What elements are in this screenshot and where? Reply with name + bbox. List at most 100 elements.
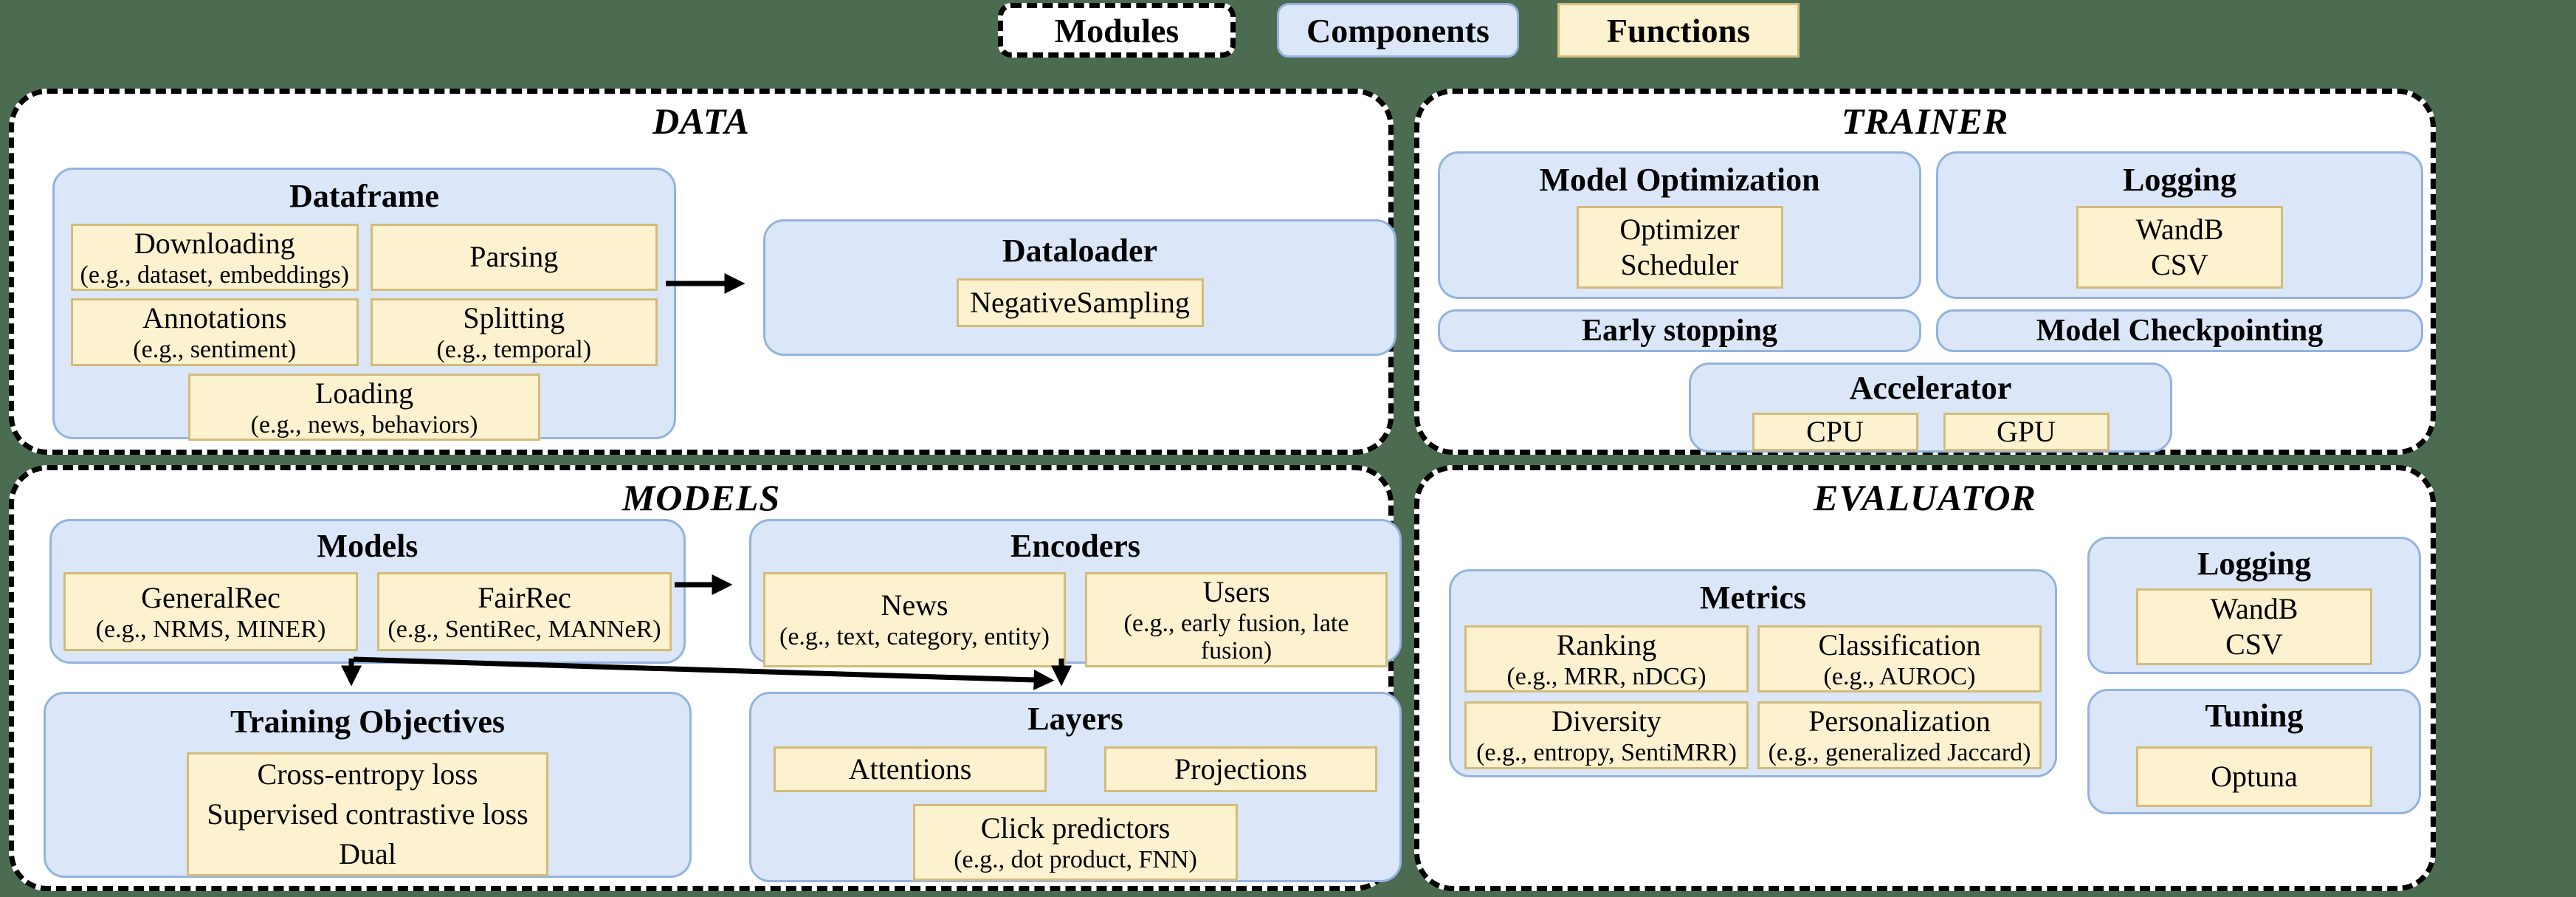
function-scheduler-line: Scheduler [1620,247,1739,281]
function-news-encoder: News (e.g., text, category, entity) [763,571,1066,667]
function-loading-name: Loading [314,376,414,410]
component-early-stopping: Early stopping [1438,309,1921,352]
function-fair-rec: FairRec (e.g., SentiRec, MANNeR) [377,571,672,651]
function-downloading-example: (e.g., dataset, embeddings) [80,261,349,289]
function-evaluator-wandb-csv: WandB CSV [2136,588,2372,665]
function-negative-sampling: NegativeSampling [956,278,1204,327]
component-model-optimization: Model Optimization Optimizer Scheduler [1438,151,1921,299]
component-metrics-title: Metrics [1699,580,1807,616]
function-supervised-contrastive-line: Supervised contrastive loss [207,797,528,831]
component-model-checkpointing: Model Checkpointing [1936,309,2423,352]
function-personalization: Personalization (e.g., generalized Jacca… [1757,701,2042,769]
component-model-optimization-title: Model Optimization [1539,162,1820,198]
component-encoders-title: Encoders [1010,528,1140,564]
function-dual-line: Dual [339,836,396,870]
function-gpu: GPU [1943,412,2110,451]
module-evaluator: EVALUATOR Metrics Ranking (e.g., MRR, nD… [1414,465,2436,891]
component-evaluator-logging-title: Logging [2197,546,2312,582]
function-wandb-line: WandB [2135,212,2224,246]
function-evaluator-csv-line: CSV [2225,627,2283,661]
component-dataloader-title: Dataloader [1002,233,1158,269]
function-click-predictors-name: Click predictors [980,811,1171,845]
legend-functions: Functions [1557,3,1800,58]
component-trainer-logging-title: Logging [2122,162,2237,198]
function-optuna-name: Optuna [2211,759,2298,793]
component-accelerator: Accelerator CPU GPU [1689,362,2172,453]
function-splitting-example: (e.g., temporal) [436,336,592,364]
function-splitting-name: Splitting [463,301,565,335]
legend-modules-label: Modules [1054,11,1179,49]
function-negative-sampling-name: NegativeSampling [970,285,1190,319]
function-projections: Projections [1104,746,1377,792]
function-diversity-example: (e.g., entropy, SentiMRR) [1476,739,1737,767]
component-metrics: Metrics Ranking (e.g., MRR, nDCG) Classi… [1449,569,2057,777]
legend-functions-label: Functions [1606,11,1751,49]
component-encoders: Encoders News (e.g., text, category, ent… [749,519,1402,667]
function-parsing-name: Parsing [469,240,559,274]
metrics-grid: Ranking (e.g., MRR, nDCG) Classification… [1464,625,2042,769]
module-evaluator-title: EVALUATOR [1814,477,2036,518]
function-general-rec: GeneralRec (e.g., NRMS, MINER) [63,571,358,651]
component-dataframe: Dataframe Downloading (e.g., dataset, em… [52,168,676,441]
function-annotations-example: (e.g., sentiment) [133,336,297,364]
layers-row-2: Click predictors (e.g., dot product, FNN… [774,803,1377,881]
function-users-encoder-name: Users [1202,574,1270,608]
component-training-objectives: Training Objectives Cross-entropy loss S… [44,692,692,878]
component-dataframe-title: Dataframe [289,178,439,214]
function-loading: Loading (e.g., news, behaviors) [188,373,540,441]
function-diversity-name: Diversity [1552,704,1661,738]
dataframe-row-3: Loading (e.g., news, behaviors) [71,373,658,441]
component-trainer-logging: Logging WandB CSV [1936,151,2423,299]
component-tuning-title: Tuning [2205,698,2304,734]
function-classification: Classification (e.g., AUROC) [1757,625,2042,693]
function-ranking: Ranking (e.g., MRR, nDCG) [1464,625,1749,693]
function-annotations: Annotations (e.g., sentiment) [71,298,359,366]
function-cross-entropy-line: Cross-entropy loss [257,757,478,791]
function-optimizer-line: Optimizer [1619,212,1740,246]
function-click-predictors: Click predictors (e.g., dot product, FNN… [913,803,1238,881]
component-models: Models GeneralRec (e.g., NRMS, MINER) Fa… [49,519,686,664]
module-data-title: DATA [652,100,750,142]
function-cpu: CPU [1752,412,1918,451]
function-attentions: Attentions [774,746,1047,792]
function-downloading: Downloading (e.g., dataset, embeddings) [71,223,359,292]
module-models: MODELS Models GeneralRec (e.g., NRMS, MI… [9,465,1402,891]
component-training-objectives-title: Training Objectives [230,704,505,740]
encoders-row: News (e.g., text, category, entity) User… [763,571,1388,667]
function-ranking-example: (e.g., MRR, nDCG) [1506,662,1707,690]
function-optuna: Optuna [2136,746,2372,807]
dataframe-row-2: Annotations (e.g., sentiment) Splitting … [71,298,658,366]
module-trainer-title: TRAINER [1841,100,2009,142]
function-click-predictors-example: (e.g., dot product, FNN) [954,846,1197,874]
module-data: DATA Dataframe Downloading (e.g., datase… [9,89,1397,455]
function-fair-rec-example: (e.g., SentiRec, MANNeR) [388,615,661,643]
legend-components-label: Components [1306,11,1490,49]
function-attentions-name: Attentions [848,752,972,786]
function-general-rec-example: (e.g., NRMS, MINER) [95,615,326,643]
accelerator-row: CPU GPU [1752,412,2110,451]
component-model-checkpointing-title: Model Checkpointing [2036,314,2324,348]
function-fair-rec-name: FairRec [478,580,571,614]
legend-components: Components [1277,3,1519,58]
function-evaluator-wandb-line: WandB [2210,591,2298,625]
layers-row-1: Attentions Projections [774,746,1377,792]
dataframe-row-1: Downloading (e.g., dataset, embeddings) … [71,223,658,292]
component-tuning: Tuning Optuna [2087,689,2421,814]
function-news-encoder-example: (e.g., text, category, entity) [779,623,1050,651]
function-general-rec-name: GeneralRec [141,580,280,614]
function-diversity: Diversity (e.g., entropy, SentiMRR) [1464,701,1749,769]
function-downloading-name: Downloading [134,226,295,260]
function-annotations-name: Annotations [142,301,287,335]
component-layers-title: Layers [1027,701,1123,737]
models-row: GeneralRec (e.g., NRMS, MINER) FairRec (… [63,571,672,651]
function-ranking-name: Ranking [1556,628,1657,661]
function-classification-example: (e.g., AUROC) [1823,662,1976,690]
function-news-encoder-name: News [881,588,948,622]
component-dataloader: Dataloader NegativeSampling [763,219,1397,356]
function-splitting: Splitting (e.g., temporal) [370,298,658,366]
function-users-encoder: Users (e.g., early fusion, late fusion) [1085,571,1388,667]
component-accelerator-title: Accelerator [1849,370,2012,406]
component-models-title: Models [317,528,419,564]
function-training-objectives: Cross-entropy loss Supervised contrastiv… [187,752,548,876]
function-personalization-name: Personalization [1808,704,1991,738]
